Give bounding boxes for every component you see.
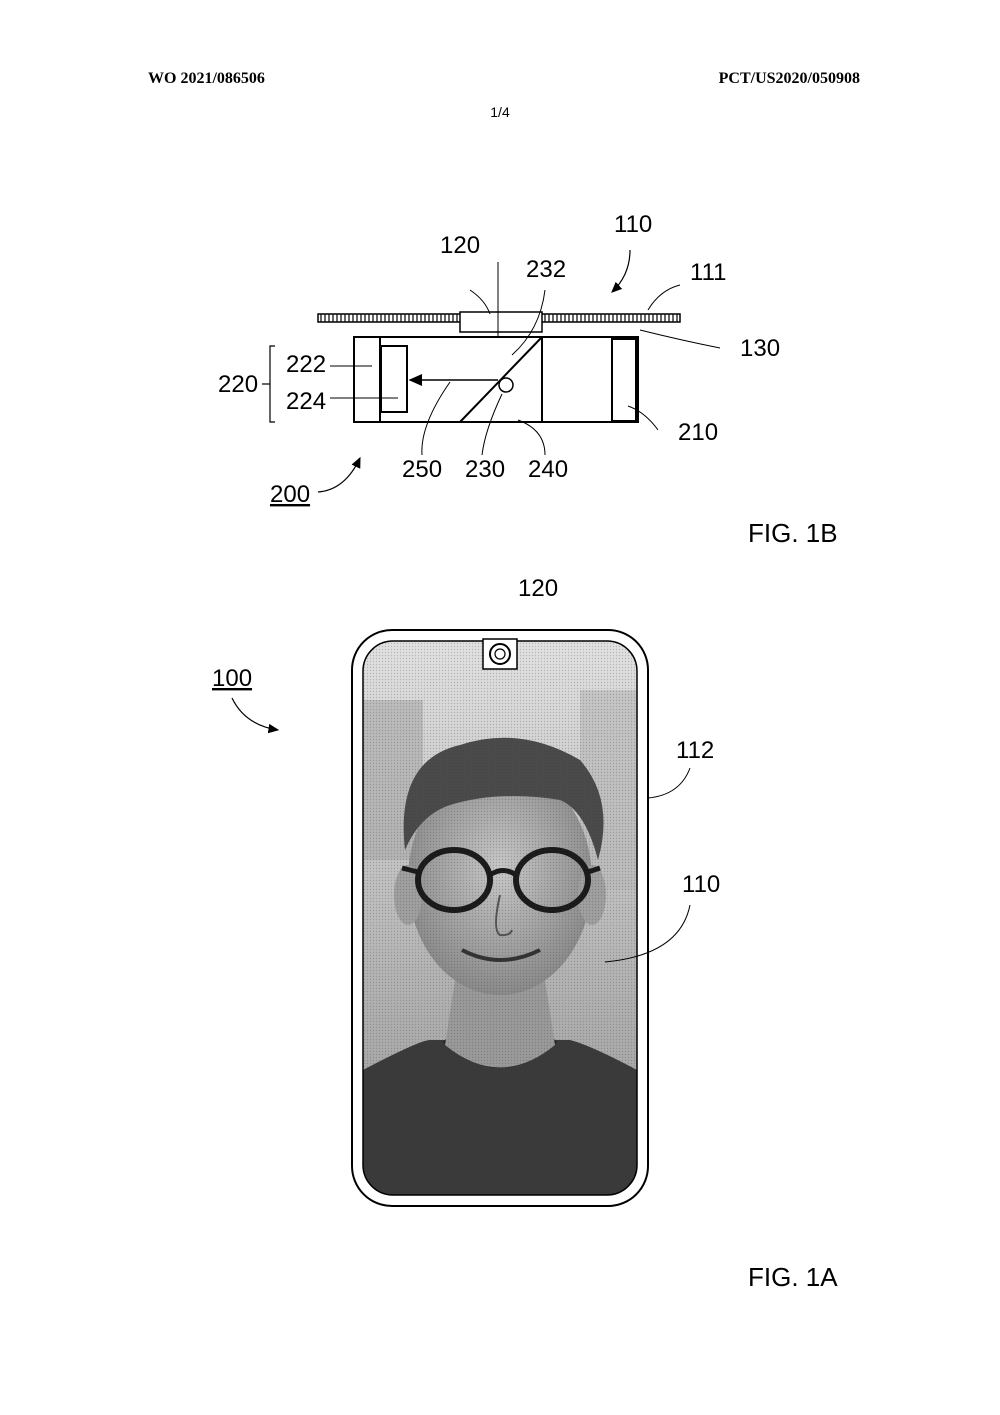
label-250: 250 [402, 456, 442, 483]
page-number: 1/4 [490, 104, 510, 120]
figure-1b-caption: FIG. 1B [748, 518, 838, 548]
component-210 [611, 338, 637, 422]
application-number: PCT/US2020/050908 [718, 70, 860, 87]
leader-110-1a [604, 904, 691, 963]
image-sensor [380, 345, 408, 413]
label-111: 111 [690, 259, 726, 286]
label-222: 222 [286, 351, 326, 378]
label-240: 240 [528, 456, 568, 483]
label-130: 130 [740, 335, 780, 362]
leader-130 [639, 329, 721, 349]
label-110-1a: 110 [682, 871, 720, 898]
bracket-220 [269, 345, 275, 423]
figure-1a: 120 100 112 110 FIG. 1A [212, 575, 838, 1292]
label-200: 200 [270, 481, 310, 508]
label-224: 224 [286, 388, 326, 415]
front-camera-lens [489, 643, 511, 665]
leader-240 [517, 419, 546, 456]
leader-210 [627, 405, 659, 431]
label-232: 232 [526, 256, 566, 283]
pivot-circle [498, 377, 514, 393]
leader-120 [469, 289, 491, 315]
figure-1b: 120 232 110 111 130 210 222 224 220 250 … [218, 211, 838, 548]
camera-window [459, 311, 543, 333]
leader-230 [481, 393, 503, 456]
label-210: 210 [678, 419, 718, 446]
label-120: 120 [440, 232, 480, 259]
label-220: 220 [218, 371, 258, 398]
leader-112 [647, 767, 691, 799]
leader-250 [421, 381, 451, 456]
arrow-100 [231, 697, 280, 734]
arrow-110 [611, 249, 631, 293]
label-120-1a: 120 [518, 575, 558, 602]
arrow-200 [317, 456, 361, 493]
leader-111 [647, 284, 681, 311]
label-110: 110 [614, 211, 652, 238]
leader-232 [511, 289, 546, 356]
label-230: 230 [465, 456, 505, 483]
label-100: 100 [212, 665, 252, 692]
figure-1a-caption: FIG. 1A [748, 1262, 838, 1292]
label-112: 112 [676, 737, 714, 764]
patent-number: WO 2021/086506 [148, 70, 265, 87]
phone-display [363, 641, 637, 1195]
